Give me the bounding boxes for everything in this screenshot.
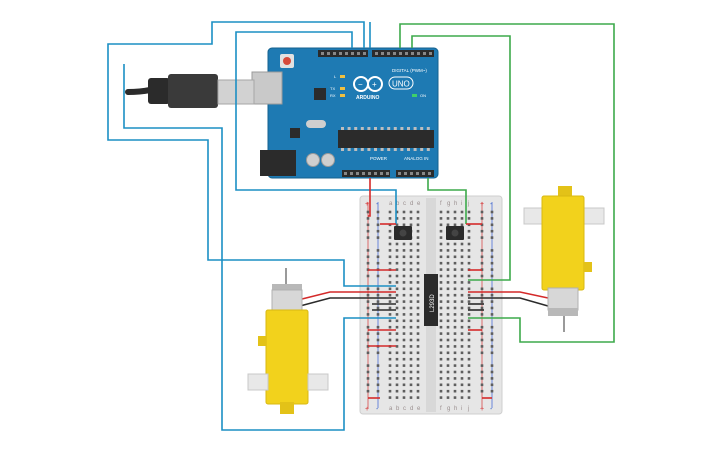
dc-jack [260, 150, 296, 176]
breadboard-holes [366, 210, 494, 399]
wire-green-2 [411, 35, 511, 281]
breadboard-column-g: g [447, 201, 450, 207]
led-l [340, 75, 345, 78]
digital-pins [321, 52, 432, 55]
usb-cable[interactable] [125, 74, 255, 108]
uno-badge [388, 76, 414, 90]
rail-plus-top-right: + [480, 201, 484, 208]
breadboard-column-a: a [389, 201, 393, 207]
rail-minus-bottom-right: - [490, 406, 493, 413]
breadboard-column-i: i [461, 201, 462, 207]
usb-port [251, 71, 283, 105]
digital-header-2 [372, 50, 434, 57]
breadboard-column-e: e [417, 201, 421, 207]
breadboard-bottom-column-a: a [389, 406, 393, 412]
left-pushbutton[interactable] [394, 226, 412, 240]
atmega-chip [338, 130, 434, 148]
breadboard-bottom-column-j: j [467, 406, 469, 412]
power-header [342, 170, 390, 177]
breadboard-bottom-column-b: b [396, 406, 400, 412]
rail-minus-bottom-left: - [376, 406, 379, 413]
rail-plus-top-left: + [365, 201, 369, 208]
breadboard-bottom-column-c: c [403, 406, 406, 412]
power-label: POWER [370, 156, 388, 161]
rail-minus-top-right: - [490, 201, 493, 208]
wire-green-1 [399, 23, 615, 343]
right-gear-motor[interactable] [523, 186, 605, 332]
digital-header-1 [318, 50, 368, 57]
ic-label: L293D [430, 294, 436, 312]
rail-plus-bottom-right: + [480, 406, 484, 413]
breadboard-bottom-column-f: f [440, 406, 442, 412]
breadboard-column-b: b [396, 201, 400, 207]
wire-black-1 [299, 297, 396, 307]
led-rx [340, 94, 345, 97]
capacitor-2 [321, 153, 335, 167]
svg-text:+: + [372, 80, 377, 89]
arduino-uno-board[interactable]: DIGITAL (PWM~) − + ARDUINO UNO L TX RX O… [251, 47, 439, 179]
led-l-label: L [334, 74, 337, 79]
on-label: ON [420, 93, 426, 98]
breadboard-bottom-column-d: d [410, 406, 413, 412]
wire-green-3 [427, 178, 467, 224]
wire-blue-4 [123, 64, 396, 431]
breadboard-bottom-column-h: h [454, 406, 457, 412]
breadboard-column-f: f [440, 201, 442, 207]
rail-plus-bottom-left: + [365, 406, 369, 413]
breadboard-column-j: j [467, 201, 469, 207]
breadboard-column-c: c [403, 201, 406, 207]
crystal [306, 120, 326, 128]
led-rx-label: RX [330, 93, 336, 98]
left-gear-motor[interactable] [247, 268, 329, 414]
analog-header [396, 170, 434, 177]
brand-label: ARDUINO [356, 95, 379, 101]
wires [107, 21, 615, 431]
breadboard-bottom-column-g: g [447, 406, 450, 412]
atmega-chip-legs [341, 127, 430, 151]
breadboard-column-d: d [410, 201, 413, 207]
wire-blue-1 [107, 21, 396, 287]
led-tx-label: TX [330, 86, 335, 91]
rail-minus-top-left: - [376, 201, 379, 208]
small-ic [290, 128, 300, 138]
l293d-ic[interactable]: L293D [424, 274, 438, 326]
wire-red-2 [297, 291, 396, 301]
svg-text:−: − [358, 80, 363, 89]
led-tx [340, 87, 345, 90]
arduino-logo: − + [353, 76, 383, 92]
on-led [412, 94, 417, 97]
breadboard-bottom-column-e: e [417, 406, 421, 412]
wire-red-1 [368, 178, 371, 217]
wire-black-2 [468, 297, 549, 307]
breadboard-bottom-column-i: i [461, 406, 462, 412]
capacitor-1 [306, 153, 320, 167]
analog-label: ANALOG IN [404, 156, 429, 161]
usb-chip [314, 88, 326, 100]
power-analog-pins [344, 172, 431, 175]
wire-blue-2 [235, 31, 397, 224]
model-label: UNO [392, 80, 410, 89]
breadboard-column-h: h [454, 201, 457, 207]
digital-label: DIGITAL (PWM~) [392, 68, 427, 73]
right-pushbutton[interactable] [446, 226, 464, 240]
wire-red-3 [468, 291, 549, 299]
